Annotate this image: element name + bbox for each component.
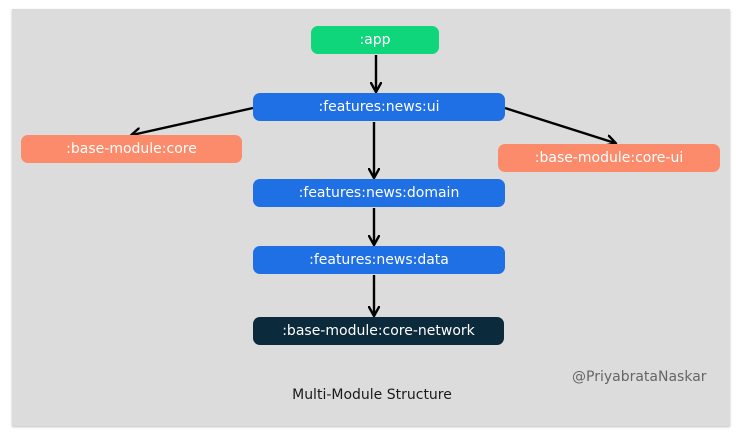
node-features-news-domain: :features:news:domain [253, 179, 505, 207]
node-base-module-core-ui-label: :base-module:core-ui [534, 150, 684, 166]
edge-ui-core [132, 106, 254, 135]
node-features-news-data-label: :features:news:data [309, 252, 449, 268]
node-features-news-ui: :features:news:ui [253, 93, 505, 121]
edge-ui-coreui [504, 106, 615, 143]
node-base-module-core-network-label: :base-module:core-network [282, 323, 475, 339]
node-base-module-core-label: :base-module:core [66, 141, 197, 157]
node-features-news-data: :features:news:data [253, 246, 505, 274]
node-app: :app [311, 26, 439, 54]
diagram-canvas [12, 9, 730, 426]
node-features-news-ui-label: :features:news:ui [318, 99, 440, 115]
node-base-module-core-ui: :base-module:core-ui [498, 144, 720, 172]
diagram-title: Multi-Module Structure [292, 387, 452, 403]
node-features-news-domain-label: :features:news:domain [298, 185, 460, 201]
node-base-module-core: :base-module:core [21, 135, 242, 163]
author-watermark: @PriyabrataNaskar [572, 369, 707, 385]
node-base-module-core-network: :base-module:core-network [253, 317, 504, 345]
node-app-label: :app [359, 32, 391, 48]
